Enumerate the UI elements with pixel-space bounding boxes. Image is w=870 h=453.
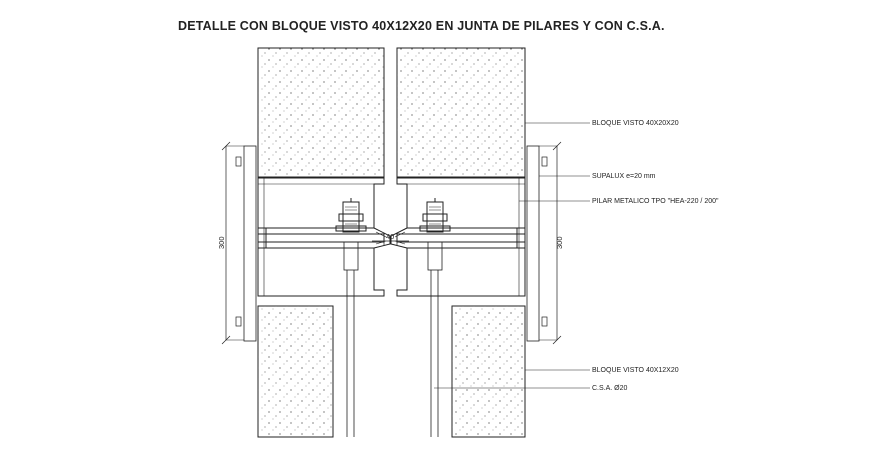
dimension-right: 300 — [539, 141, 564, 345]
csa-bar-right — [430, 270, 439, 437]
leader-lines — [434, 122, 590, 389]
label-supalux: SUPALUX e=20 mm — [592, 173, 656, 180]
dimension-left: 300 — [217, 141, 244, 345]
label-pilar: PILAR METALICO TPO "HEA-220 / 200" — [592, 198, 719, 205]
steel-column-left — [257, 177, 391, 297]
lower-block-right — [451, 305, 526, 438]
csa-bar-left — [346, 270, 355, 437]
supalux-board-left — [243, 145, 257, 342]
label-bloque-inferior: BLOQUE VISTO 40X12X20 — [592, 367, 679, 374]
gap-dimension-label: 40 — [386, 232, 394, 241]
label-bloque-superior: BLOQUE VISTO 40X20X20 — [592, 120, 679, 127]
gap-dimension: 40 — [372, 232, 409, 245]
drawing-title: DETALLE CON BLOQUE VISTO 40X12X20 EN JUN… — [178, 19, 665, 33]
anchor-bolt-left — [335, 198, 367, 271]
steel-column-right — [390, 177, 526, 297]
dimension-left-label: 300 — [217, 236, 226, 249]
anchor-bolt-right — [419, 198, 451, 271]
dimension-right-label: 300 — [555, 236, 564, 249]
lower-block-left — [257, 305, 334, 438]
label-csa: C.S.A. Ø20 — [592, 385, 628, 392]
upper-block-left — [257, 47, 385, 178]
upper-block-right — [396, 47, 526, 178]
supalux-board-right — [526, 145, 540, 342]
